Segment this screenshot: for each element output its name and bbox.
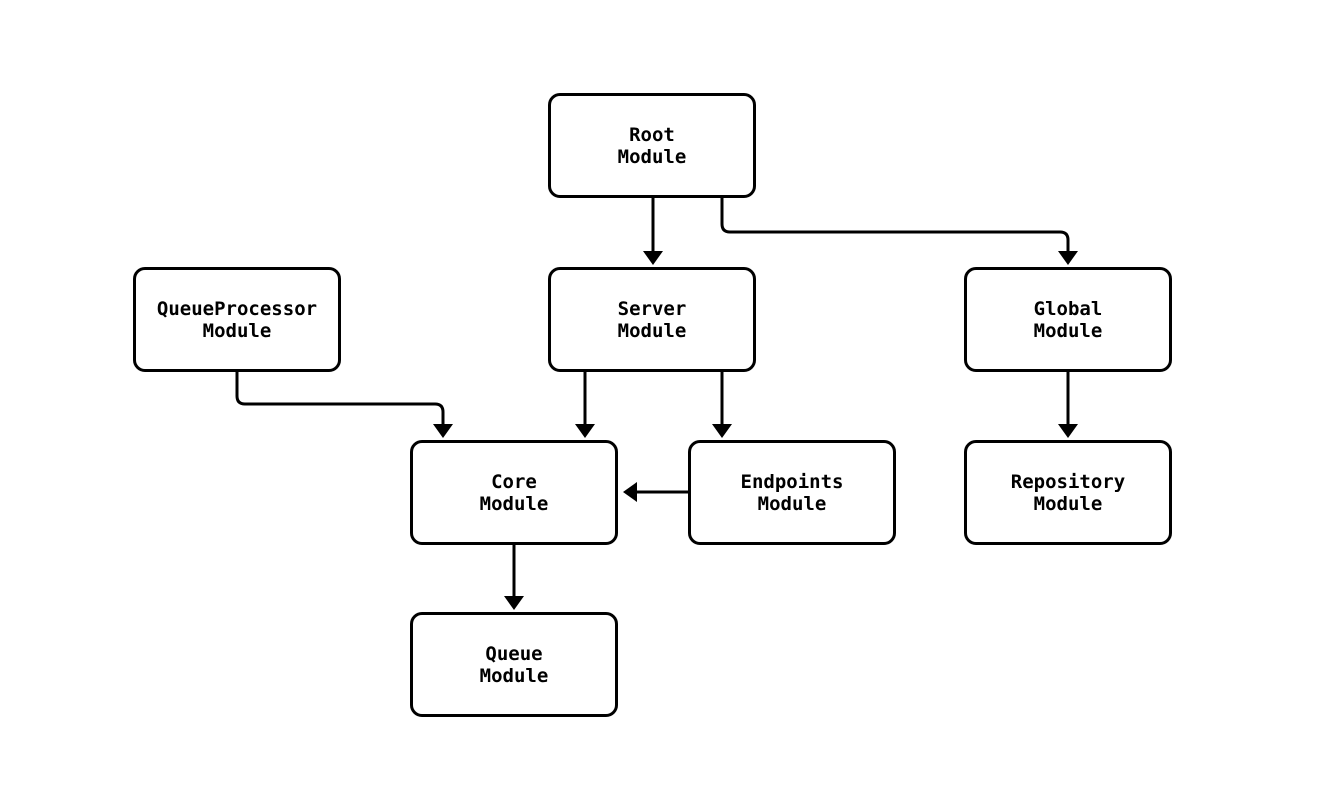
- node-queue-module: Queue Module: [410, 612, 618, 717]
- node-label-line2: Module: [757, 492, 827, 515]
- node-label-line1: Server: [617, 297, 687, 320]
- node-core-module: Core Module: [410, 440, 618, 545]
- edge-queueprocessor-to-core: [235, 372, 453, 438]
- node-global-module: Global Module: [964, 267, 1172, 372]
- node-repository-module: Repository Module: [964, 440, 1172, 545]
- node-label-line1: QueueProcessor: [156, 297, 318, 320]
- edge-root-to-global: [720, 198, 1078, 265]
- node-label-line2: Module: [617, 145, 687, 168]
- node-label-line2: Module: [1033, 492, 1103, 515]
- node-label-line2: Module: [617, 319, 687, 342]
- node-label-line2: Module: [1033, 319, 1103, 342]
- node-label-line1: Endpoints: [740, 470, 844, 493]
- node-label-line1: Global: [1033, 297, 1103, 320]
- node-server-module: Server Module: [548, 267, 756, 372]
- node-label-line1: Core: [491, 470, 537, 493]
- node-label-line2: Module: [479, 492, 549, 515]
- node-endpoints-module: Endpoints Module: [688, 440, 896, 545]
- node-queueprocessor-module: QueueProcessor Module: [133, 267, 341, 372]
- node-root-module: Root Module: [548, 93, 756, 198]
- node-label-line2: Module: [479, 664, 549, 687]
- node-label-line1: Repository: [1010, 470, 1126, 493]
- node-label-line1: Root: [629, 123, 675, 146]
- node-label-line1: Queue: [485, 642, 543, 665]
- node-label-line2: Module: [202, 319, 272, 342]
